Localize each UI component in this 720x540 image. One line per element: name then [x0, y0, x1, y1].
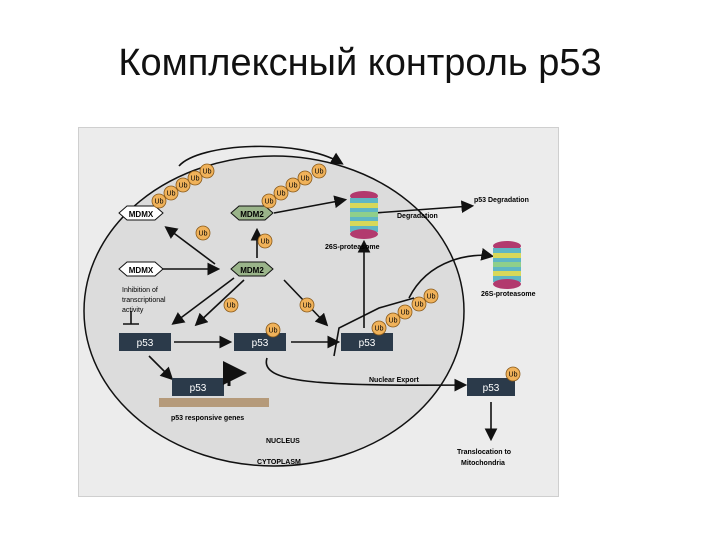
- ubiquitin-circle: [273, 185, 289, 201]
- arrow-mdm2-to-proteasome: [273, 195, 348, 214]
- mdmx-top-node: [118, 205, 164, 221]
- arrow-to-outer-proteasome: [408, 248, 495, 299]
- ubiquitin-circle: [163, 185, 179, 201]
- proteasome-outer-label: 26S-proteasome: [481, 291, 536, 298]
- p53-outside-label: p53: [483, 383, 500, 394]
- p53-gene-label: p53: [190, 383, 207, 394]
- cytoplasm-label: CYTOPLASM: [257, 459, 301, 466]
- ubiquitin-label: Ub: [389, 318, 398, 325]
- ubiquitin-label: Ub: [415, 302, 424, 309]
- ubiquitin-circle: [257, 233, 273, 249]
- p53-center-label: p53: [252, 338, 269, 349]
- ubiquitin-label: Ub: [265, 199, 274, 206]
- ubiquitin-circle: [175, 177, 191, 193]
- p53-center-box: [234, 333, 286, 351]
- inhibition-label-2: transcriptional: [122, 297, 166, 304]
- ubiquitin-circle: [397, 304, 413, 320]
- ubiquitin-label: Ub: [203, 169, 212, 176]
- ubiquitin-label: Ub: [155, 199, 164, 206]
- inhibition-bar: [123, 311, 139, 325]
- proteasome-inner-icon: [350, 191, 378, 239]
- mdm2-mid-label: MDM2: [240, 266, 264, 275]
- ubiquitin-circle: [385, 312, 401, 328]
- ubiquitin-circle: [285, 177, 301, 193]
- ubiquitin-label: Ub: [301, 176, 310, 183]
- ubiquitin-label: Ub: [269, 328, 278, 335]
- ubiquitin-circle: [505, 366, 521, 382]
- ubiquitin-circle: [187, 170, 203, 186]
- p53-gene-box: [172, 378, 224, 396]
- promoter-arrow: [223, 361, 247, 386]
- ubiquitin-label: Ub: [401, 310, 410, 317]
- p53-left-box: [119, 333, 171, 351]
- ubiquitin-circle: [261, 193, 277, 209]
- mdm2-mid-node: [230, 261, 274, 277]
- ubiquitin-label: Ub: [509, 372, 518, 379]
- mdmx-top-label: MDMX: [129, 210, 154, 219]
- proteasome-inner-label: 26S-proteasome: [325, 244, 380, 251]
- ubiquitin-circle: [265, 322, 281, 338]
- ubiquitin-circle: [223, 297, 239, 313]
- ubiquitin-circle: [297, 170, 313, 186]
- p53-right-label: p53: [359, 338, 376, 349]
- nuclear-export-label: Nuclear Export: [369, 377, 419, 384]
- ubiquitin-label: Ub: [261, 239, 270, 246]
- ubiquitin-label: Ub: [277, 191, 286, 198]
- mdm2-top-node: [230, 205, 274, 221]
- translocation-label-1: Translocation to: [457, 449, 511, 456]
- arrow-mdm2-to-p53-left: [171, 277, 235, 325]
- ubiquitin-label: Ub: [289, 183, 298, 190]
- ubiquitin-circle: [311, 163, 327, 179]
- ubiquitin-label: Ub: [227, 303, 236, 310]
- ubiquitin-circle: [195, 225, 211, 241]
- p53-degradation-label: p53 Degradation: [474, 197, 529, 204]
- ubiquitin-circle: [199, 163, 215, 179]
- ubiquitin-label: Ub: [315, 169, 324, 176]
- diagram-svg: MDMX MDM2 MDMX MDM2 p53 p53 p53 p53 p53 …: [83, 145, 536, 467]
- ubiquitin-label: Ub: [199, 231, 208, 238]
- ubiquitin-label: Ub: [427, 294, 436, 301]
- ubiquitin-label: Ub: [179, 183, 188, 190]
- responsive-genes-label: p53 responsive genes: [171, 415, 244, 422]
- gene-bar: [159, 398, 269, 407]
- inhibition-label-1: Inhibition of: [122, 287, 158, 294]
- degradation-label: Degradation: [397, 213, 438, 220]
- ubiquitin-circle: [411, 296, 427, 312]
- mdmx-mid-node: [118, 261, 164, 277]
- arrow-degradation: [373, 200, 475, 214]
- arrow-p53-to-gene: [148, 355, 174, 381]
- p53-right-box: [341, 333, 393, 351]
- arrow-mdmx-to-proteasome: [178, 145, 344, 167]
- ubiquitin-label: Ub: [167, 191, 176, 198]
- inhibition-label-3: activity: [122, 307, 144, 314]
- nucleus-label: NUCLEUS: [266, 438, 300, 445]
- ubiquitin-circle: [371, 320, 387, 336]
- arrow-mdm2-to-mdmx: [164, 226, 216, 265]
- arrow-nuclear-export: [265, 357, 468, 392]
- p53-control-diagram: MDMX MDM2 MDMX MDM2 p53 p53 p53 p53 p53 …: [78, 127, 559, 497]
- p53-left-label: p53: [137, 338, 154, 349]
- ubiquitin-label: Ub: [375, 326, 384, 333]
- ubiquitin-circle: [423, 288, 439, 304]
- ubiquitin-circle: [151, 193, 167, 209]
- proteasome-outer-icon: [493, 241, 521, 289]
- arrow-mdm2-to-p53-center: [194, 279, 245, 327]
- ubiquitin-label: Ub: [303, 303, 312, 310]
- slide-title: Комплексный контроль р53: [118, 42, 602, 84]
- ubiquitin-label: Ub: [191, 176, 200, 183]
- p53-outside-box: [467, 378, 515, 396]
- ubiquitin-circle: [299, 297, 315, 313]
- mdm2-top-label: MDM2: [240, 210, 264, 219]
- mdmx-mid-label: MDMX: [129, 266, 154, 275]
- translocation-label-2: Mitochondria: [461, 460, 505, 467]
